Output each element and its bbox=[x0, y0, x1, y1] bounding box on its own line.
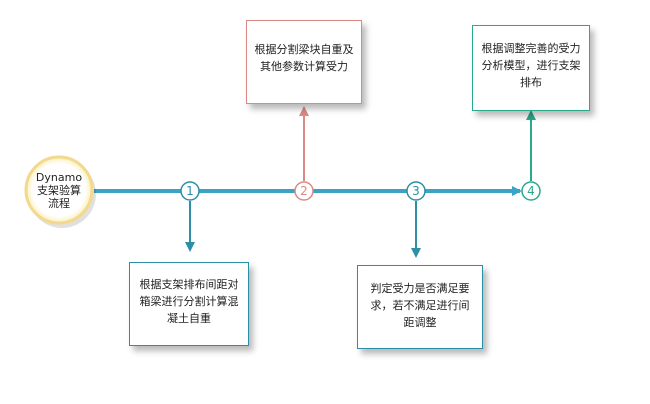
step-box-1: 根据支架排布间距对 箱梁进行分割计算混 凝土自重 bbox=[129, 262, 249, 346]
step-number-3: 3 bbox=[412, 184, 420, 198]
start-label: Dynamo 支架验算 流程 bbox=[35, 171, 83, 210]
step-node-1 bbox=[180, 181, 200, 201]
step-box-2: 根据分割梁块自重及 其他参数计算受力 bbox=[246, 20, 362, 104]
step-node-3 bbox=[406, 181, 426, 201]
step-number-2: 2 bbox=[300, 184, 308, 198]
step-node-2 bbox=[294, 181, 314, 201]
step-node-4 bbox=[521, 181, 541, 201]
step-number-4: 4 bbox=[527, 184, 535, 198]
step-number-1: 1 bbox=[186, 184, 194, 198]
step-box-3: 判定受力是否满足要 求，若不满足进行间 距调整 bbox=[357, 265, 483, 349]
step-box-4: 根据调整完善的受力 分析模型，进行支架 排布 bbox=[472, 25, 590, 111]
start-node bbox=[24, 155, 94, 225]
